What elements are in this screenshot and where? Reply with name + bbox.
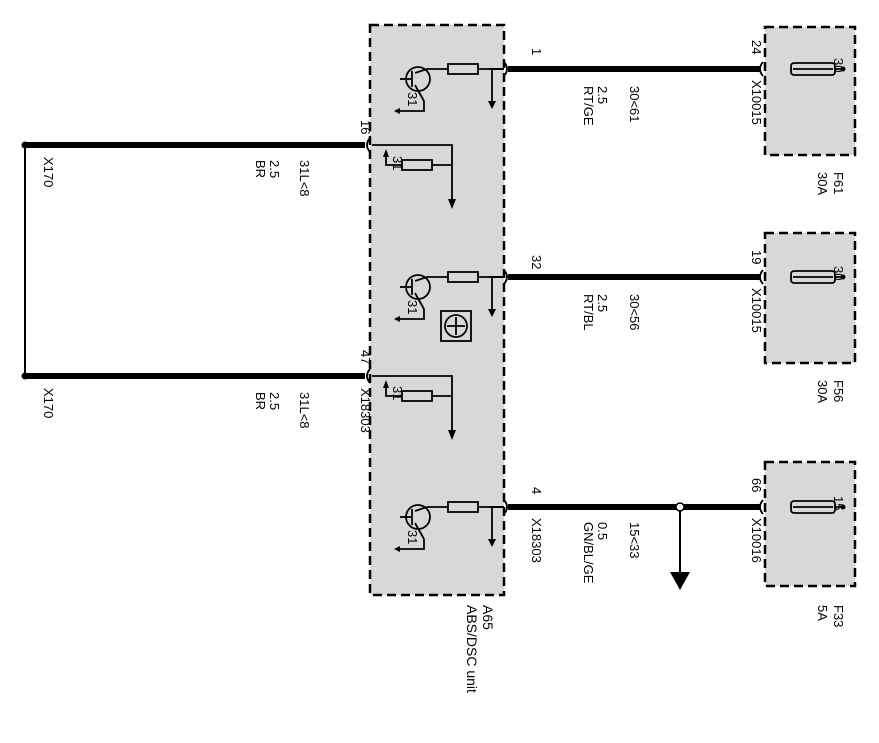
- ground-label-4: 31: [405, 530, 420, 544]
- unit-ref-label: A65: [480, 605, 496, 630]
- wire47-size: 2.5: [267, 392, 282, 410]
- x170-bottom-terminal: [21, 372, 29, 380]
- pin-1-label: 1: [529, 48, 544, 55]
- connector-x170-bottom: X170: [41, 388, 56, 418]
- connector-x18303-right: X18303: [529, 518, 544, 563]
- fuse-f33-terminal: 15: [831, 496, 846, 510]
- unit-name-label: ABS/DSC unit: [464, 605, 480, 693]
- abs-dsc-unit-box: [368, 23, 506, 597]
- wire1-circuit: 30<61: [627, 86, 642, 123]
- wire32-color: RT/BL: [581, 294, 596, 331]
- pin-24-label: 24: [749, 40, 764, 54]
- fuse-f56-terminal: 30: [831, 266, 846, 280]
- ground-label-16: 31: [390, 156, 405, 170]
- fuse-f33-rating: 5A: [815, 605, 830, 621]
- wire1-size: 2.5: [595, 86, 610, 104]
- fuse-f61-ref: F61: [831, 172, 846, 194]
- fuse-f56-ref: F56: [831, 380, 846, 402]
- pin-32-label: 32: [529, 255, 544, 269]
- wire32-size: 2.5: [595, 294, 610, 312]
- wire4-circuit: 15<33: [627, 522, 642, 559]
- x170-top-terminal: [21, 141, 29, 149]
- ground-label-1: 31: [405, 92, 420, 106]
- fuse-f61-terminal: 30: [831, 58, 846, 72]
- connector-x18303-left: X18303: [358, 388, 373, 433]
- pin-47-label: 47: [358, 350, 373, 364]
- branch-arrow: [670, 572, 690, 590]
- fuse-f33-ref: F33: [831, 605, 846, 627]
- wire4-color: GN/BL/GE: [581, 522, 596, 584]
- fuse-f56-rating: 30A: [815, 380, 830, 403]
- wire16-size: 2.5: [267, 160, 282, 178]
- connector-x10015-b: X10015: [749, 288, 764, 333]
- pin-19-label: 19: [749, 250, 764, 264]
- connector-x10015-a: X10015: [749, 80, 764, 125]
- pin-16-label: 16: [358, 120, 373, 134]
- wire1-color: RT/GE: [581, 86, 596, 126]
- wire47-color: BR: [253, 392, 268, 410]
- pin-66-label: 66: [749, 478, 764, 492]
- wire4-size: 0.5: [595, 522, 610, 540]
- pump-motor-icon: [440, 310, 472, 342]
- branch-splice: [675, 502, 685, 512]
- wire16-circuit: 31L<8: [297, 160, 312, 197]
- fuse-f61-rating: 30A: [815, 172, 830, 195]
- fuse-box-f56: [763, 231, 857, 365]
- ground-label-47: 31: [390, 386, 405, 400]
- fuse-box-f61: [763, 25, 857, 157]
- wire32-circuit: 30<56: [627, 294, 642, 331]
- pin-4-label: 4: [529, 487, 544, 494]
- ground-label-32: 31: [405, 300, 420, 314]
- connector-x10016: X10016: [749, 518, 764, 563]
- wire47-circuit: 31L<8: [297, 392, 312, 429]
- fuse-box-f33: [763, 460, 857, 588]
- wire16-color: BR: [253, 160, 268, 178]
- connector-x170-top: X170: [41, 157, 56, 187]
- connector-ends: [366, 61, 764, 515]
